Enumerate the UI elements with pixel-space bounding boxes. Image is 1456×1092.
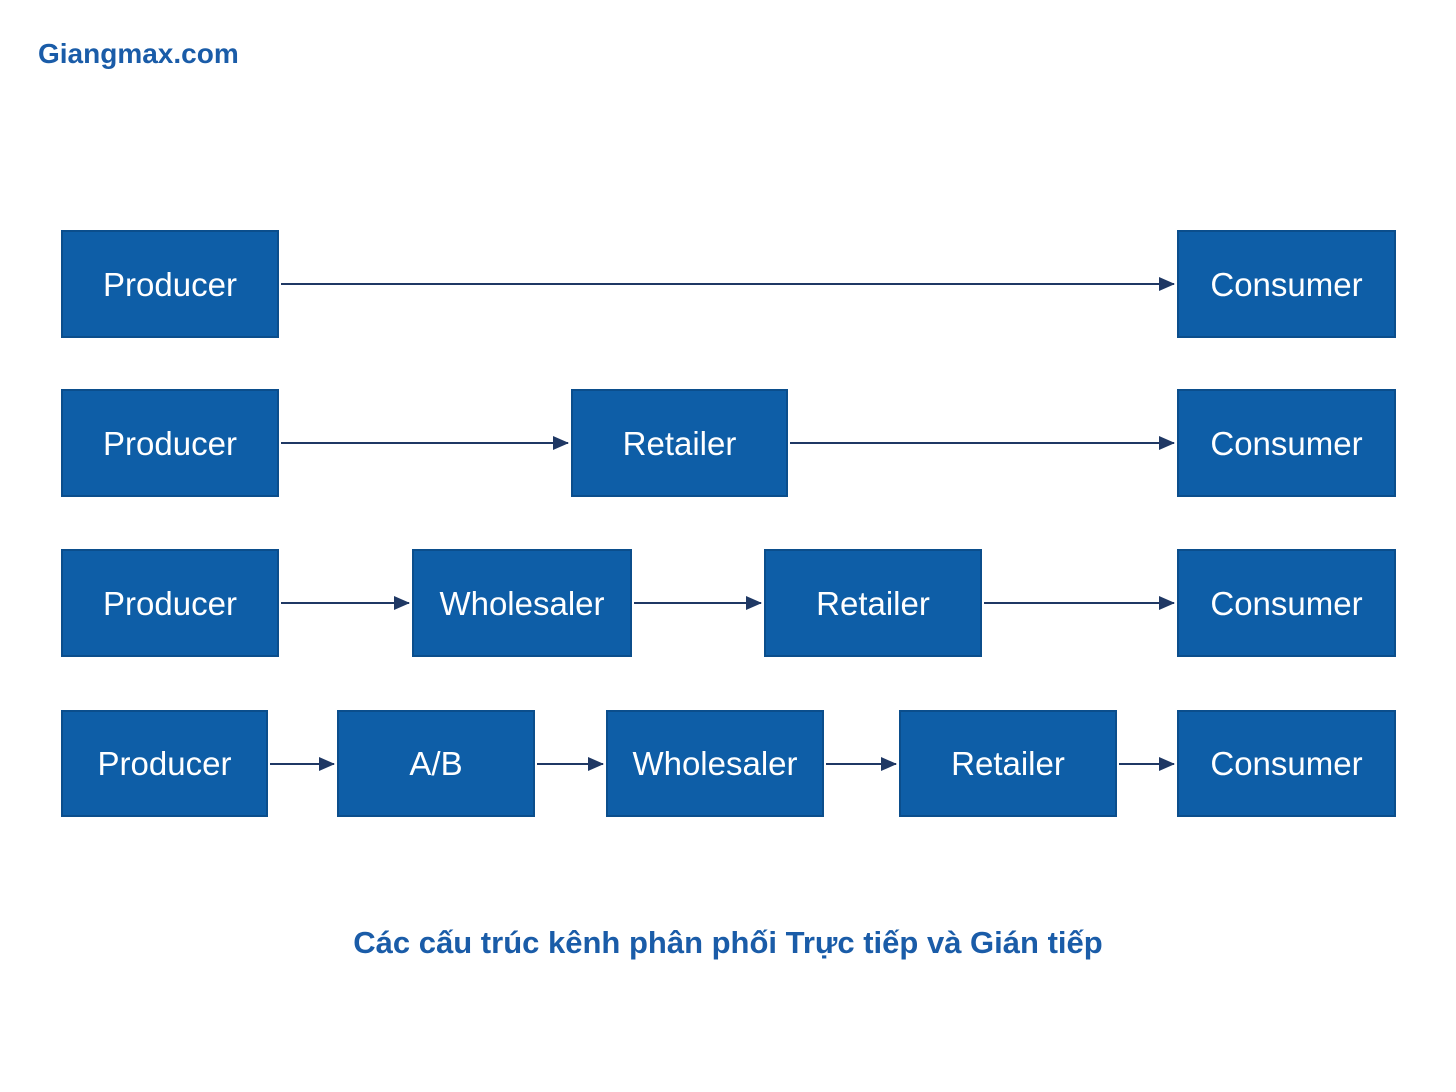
node-retailer: Retailer bbox=[899, 710, 1117, 817]
node-producer: Producer bbox=[61, 710, 268, 817]
node-agent-broker: A/B bbox=[337, 710, 535, 817]
node-retailer: Retailer bbox=[764, 549, 982, 657]
diagram-caption: Các cấu trúc kênh phân phối Trực tiếp và… bbox=[353, 925, 1103, 960]
node-wholesaler: Wholesaler bbox=[606, 710, 824, 817]
node-producer: Producer bbox=[61, 549, 279, 657]
node-producer: Producer bbox=[61, 389, 279, 497]
node-consumer: Consumer bbox=[1177, 389, 1396, 497]
node-consumer: Consumer bbox=[1177, 549, 1396, 657]
node-consumer: Consumer bbox=[1177, 230, 1396, 338]
node-consumer: Consumer bbox=[1177, 710, 1396, 817]
node-wholesaler: Wholesaler bbox=[412, 549, 632, 657]
node-producer: Producer bbox=[61, 230, 279, 338]
watermark-brand: Giangmax.com bbox=[38, 38, 239, 69]
node-retailer: Retailer bbox=[571, 389, 788, 497]
